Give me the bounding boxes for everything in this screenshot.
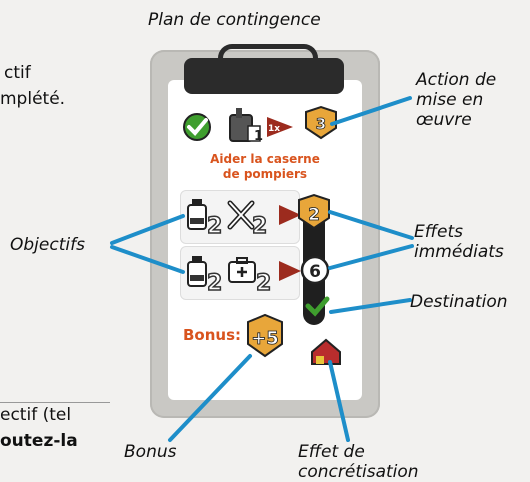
divider-line — [0, 402, 110, 403]
bonus-label: Bonus: — [183, 326, 242, 344]
objective1-count-b: 2 — [252, 214, 267, 239]
callout-action-line2: mise en — [416, 90, 484, 110]
callout-action-line3: œuvre — [416, 110, 472, 130]
medkit-icon — [228, 257, 256, 283]
bonus-badge-icon: +5 — [247, 313, 283, 358]
left-text-line1: ctif — [4, 63, 31, 83]
objective2-count-b: 2 — [256, 271, 271, 296]
callout-line-effets-1 — [328, 210, 414, 240]
arrow-icon — [279, 205, 301, 225]
oil-can-icon — [187, 199, 207, 230]
callout-lines — [110, 96, 414, 442]
callout-effet-line2: concrétisation — [298, 462, 419, 482]
callout-line-bonus — [168, 354, 252, 442]
level-badge-icon: 3 — [305, 105, 337, 140]
clipboard-clip — [184, 58, 344, 94]
task-title-line2: de pompiers — [222, 167, 308, 181]
level-top-value: 3 — [316, 115, 326, 133]
callout-effets-line2: immédiats — [414, 242, 504, 262]
level-badge-icon: 6 — [300, 255, 330, 285]
callout-objectifs: Objectifs — [10, 235, 85, 255]
objective2-count-a: 2 — [207, 271, 222, 296]
clip-ring — [218, 44, 318, 71]
check-icon — [183, 113, 211, 141]
callout-effets-line1: Effets — [414, 222, 463, 242]
callout-action-line1: Action de — [416, 70, 497, 90]
arrow-icon: 1x — [267, 117, 293, 137]
callout-line-objectifs-1 — [110, 214, 185, 245]
sign-count: 1 — [254, 129, 263, 144]
callout-line-effet — [328, 360, 350, 442]
callout-line-effets-2 — [328, 244, 414, 270]
level-badge-icon: 2 — [298, 193, 330, 230]
callout-line-destination — [329, 298, 412, 314]
page-title: Plan de contingence — [148, 10, 321, 30]
house-icon — [311, 338, 341, 365]
callout-effet: Effet de concrétisation — [298, 442, 419, 482]
left-text-line2: mplété. — [0, 89, 66, 109]
level-low-value: 6 — [309, 262, 321, 282]
callout-bonus: Bonus — [124, 442, 177, 462]
objective1-count-a: 2 — [207, 214, 222, 239]
left-text-line4: outez-la — [0, 431, 78, 451]
callout-line-action — [330, 96, 412, 126]
callout-destination: Destination — [410, 292, 508, 312]
sign-icon — [229, 108, 261, 142]
callout-effets: Effets immédiats — [414, 222, 504, 262]
bonus-value: +5 — [251, 328, 279, 349]
oil-can-icon — [187, 256, 207, 287]
callout-line-objectifs-2 — [110, 245, 185, 274]
arrow-label: 1x — [268, 124, 280, 134]
task-title-line1: Aider la caserne — [210, 152, 320, 166]
level-mid-value: 2 — [308, 205, 320, 225]
callout-action: Action de mise en œuvre — [416, 70, 496, 130]
left-text-line3: ectif (tel — [0, 405, 72, 425]
destination-check-icon — [305, 296, 330, 317]
arrow-icon — [279, 261, 301, 281]
callout-effet-line1: Effet de — [298, 442, 365, 462]
tools-icon — [227, 200, 255, 230]
